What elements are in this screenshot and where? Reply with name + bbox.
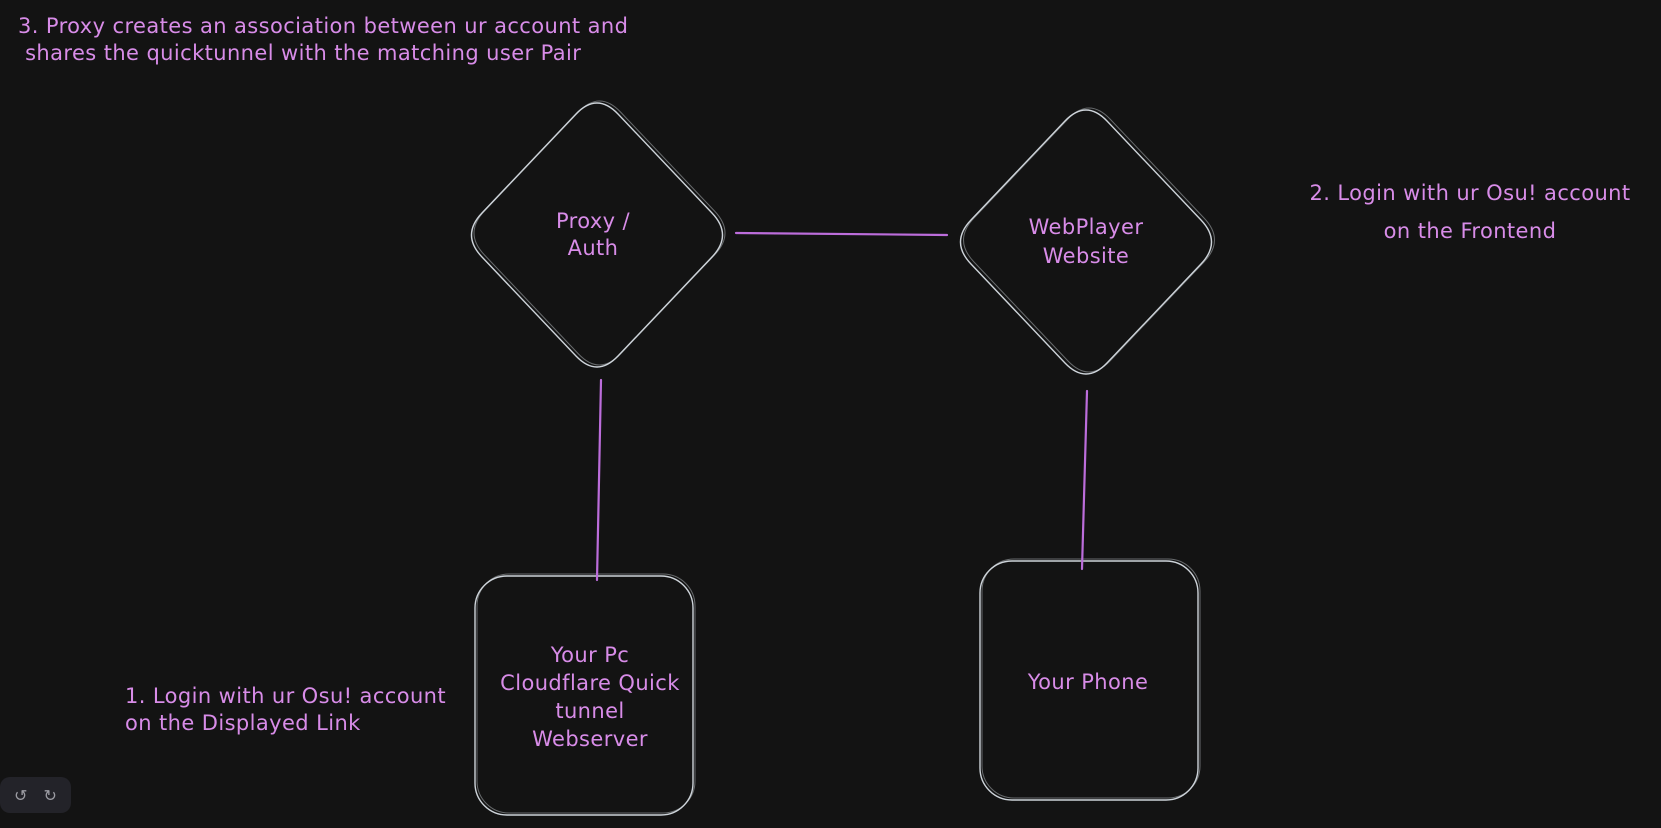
phone-label[interactable]: Your Phone	[1027, 670, 1149, 694]
redo-icon: ↻	[43, 785, 57, 805]
undo-redo-panel: ↺ ↻	[0, 777, 71, 813]
undo-button[interactable]: ↺	[8, 782, 34, 808]
webplayer-label[interactable]: WebPlayer Website	[1028, 215, 1144, 268]
webplayer-diamond[interactable]	[959, 109, 1213, 375]
phone-rectangle[interactable]	[979, 560, 1199, 801]
proxy-auth-diamond[interactable]	[470, 102, 724, 368]
connector-proxy-webplayer[interactable]	[734, 231, 949, 237]
annotation-step-1[interactable]: 1. Login with ur Osu! account on the Dis…	[125, 684, 447, 735]
undo-icon: ↺	[14, 785, 28, 805]
proxy-auth-label[interactable]: Proxy / Auth	[555, 209, 631, 260]
annotation-step-3[interactable]: 3. Proxy creates an association between …	[18, 14, 629, 65]
pc-label[interactable]: Your Pc Cloudflare Quick tunnel Webserve…	[500, 643, 680, 751]
phone-rectangle-ghost	[981, 558, 1201, 799]
annotation-step-2[interactable]: 2. Login with ur Osu! account on the Fro…	[1309, 181, 1631, 243]
pc-rectangle-ghost	[476, 573, 696, 814]
redo-button[interactable]: ↻	[37, 782, 63, 808]
connector-webplayer-phone[interactable]	[1080, 389, 1089, 571]
connector-proxy-pc[interactable]	[595, 378, 603, 582]
pc-rectangle[interactable]	[474, 575, 694, 816]
